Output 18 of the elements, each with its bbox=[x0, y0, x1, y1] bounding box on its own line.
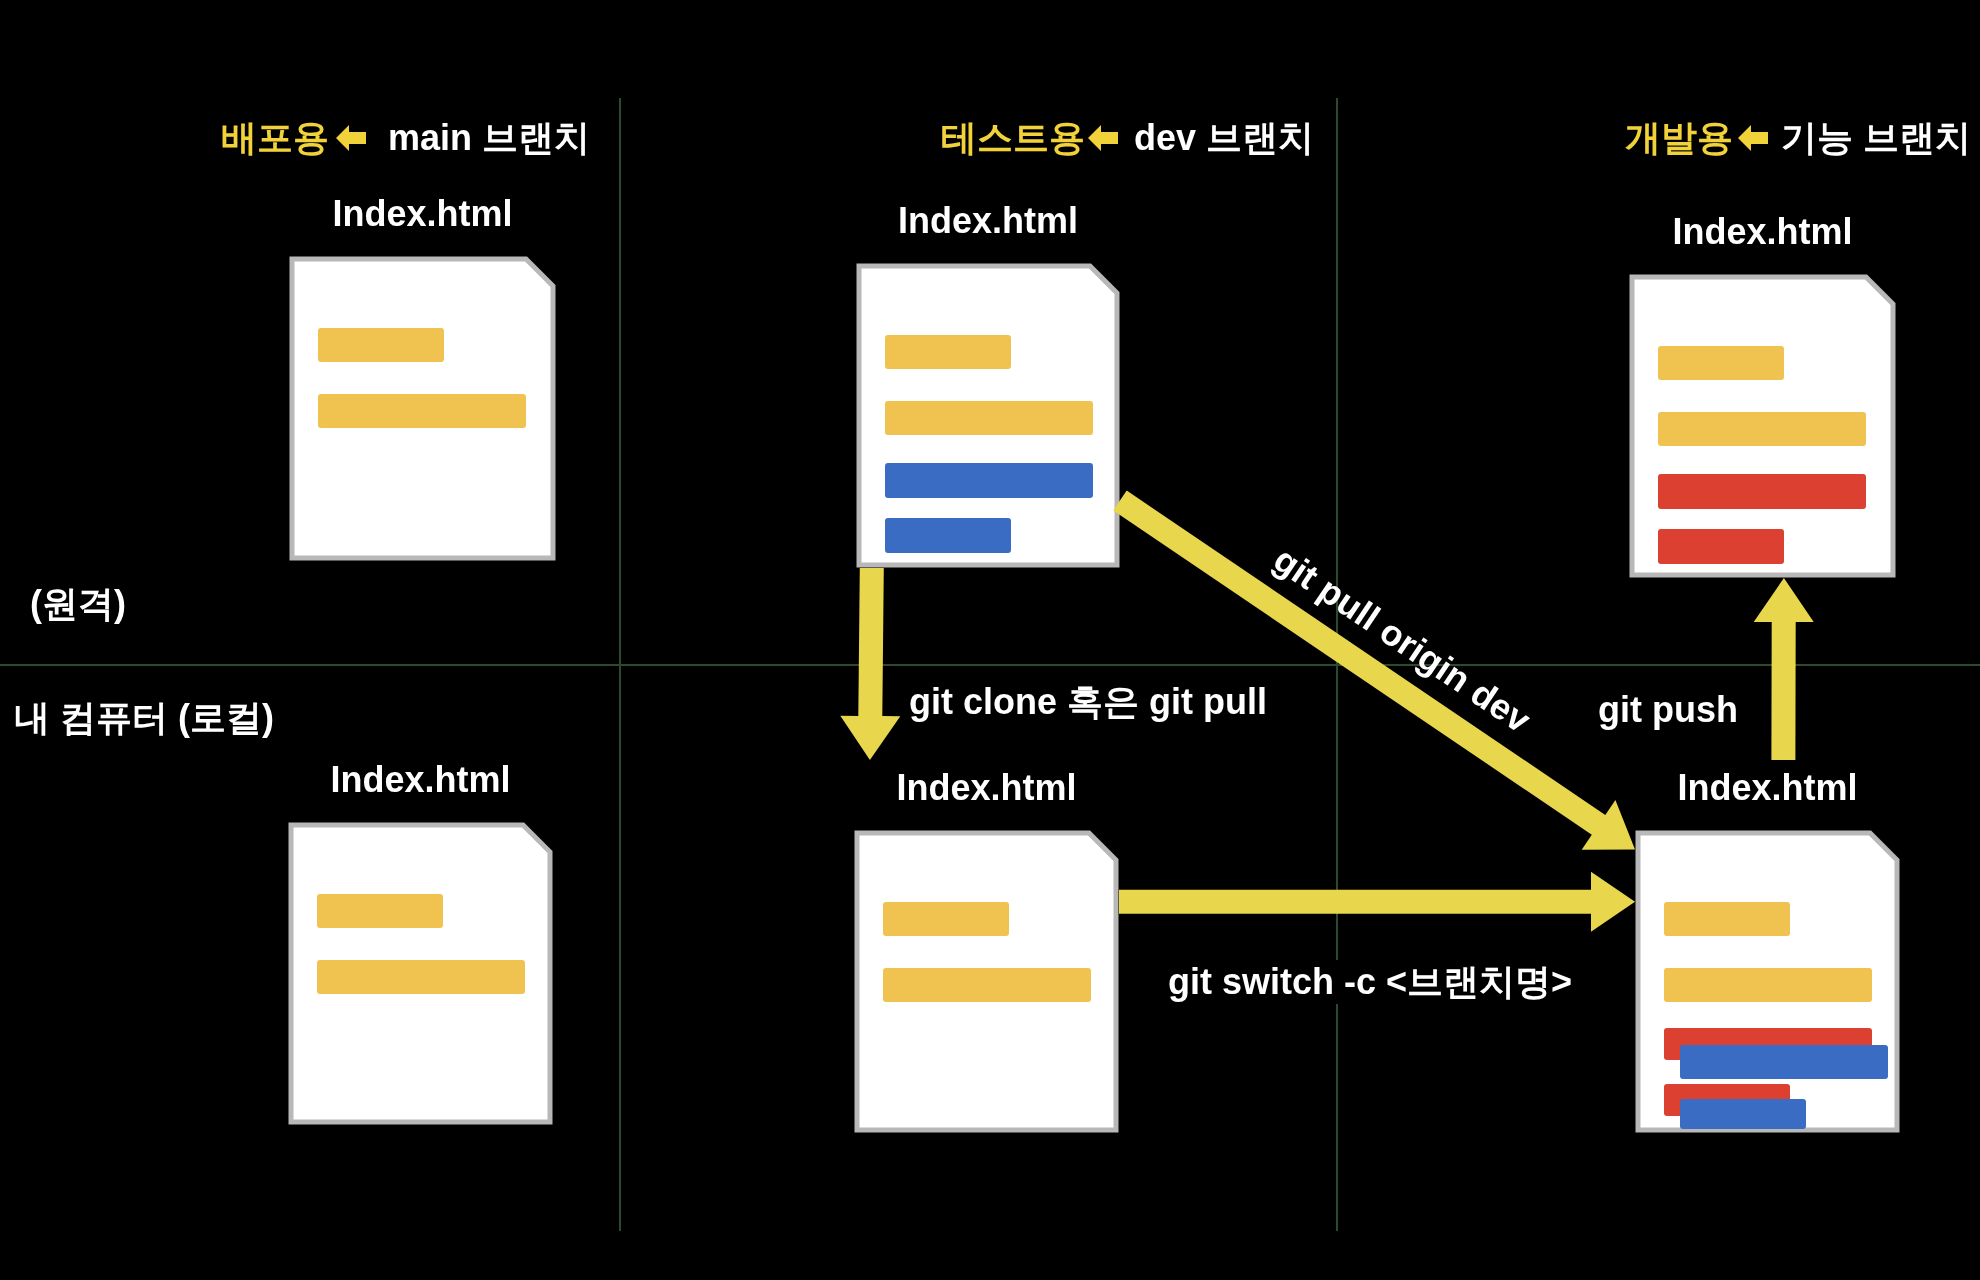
section-heading: 기능 브랜치 bbox=[1781, 116, 1971, 160]
file-name: Index.html bbox=[331, 192, 514, 236]
file-name: Index.html bbox=[1671, 210, 1854, 254]
area-label: 내 컴퓨터 (로컬) bbox=[14, 696, 274, 740]
arrow bbox=[840, 567, 901, 760]
arrow bbox=[1119, 871, 1635, 932]
area-label: (원격) bbox=[30, 582, 126, 626]
section-heading: dev 브랜치 bbox=[1134, 116, 1315, 160]
file-name: Index.html bbox=[329, 758, 512, 802]
file-name: Index.html bbox=[1676, 766, 1859, 810]
arrow bbox=[1113, 490, 1635, 850]
section-heading: main 브랜치 bbox=[388, 116, 591, 160]
file-name: Index.html bbox=[897, 199, 1079, 243]
arrow bbox=[1753, 578, 1814, 760]
section-heading: 테스트용 bbox=[941, 116, 1085, 160]
section-heading: 개발용 bbox=[1625, 116, 1733, 160]
file-name: Index.html bbox=[895, 766, 1078, 810]
section-heading: 배포용 bbox=[221, 116, 329, 160]
